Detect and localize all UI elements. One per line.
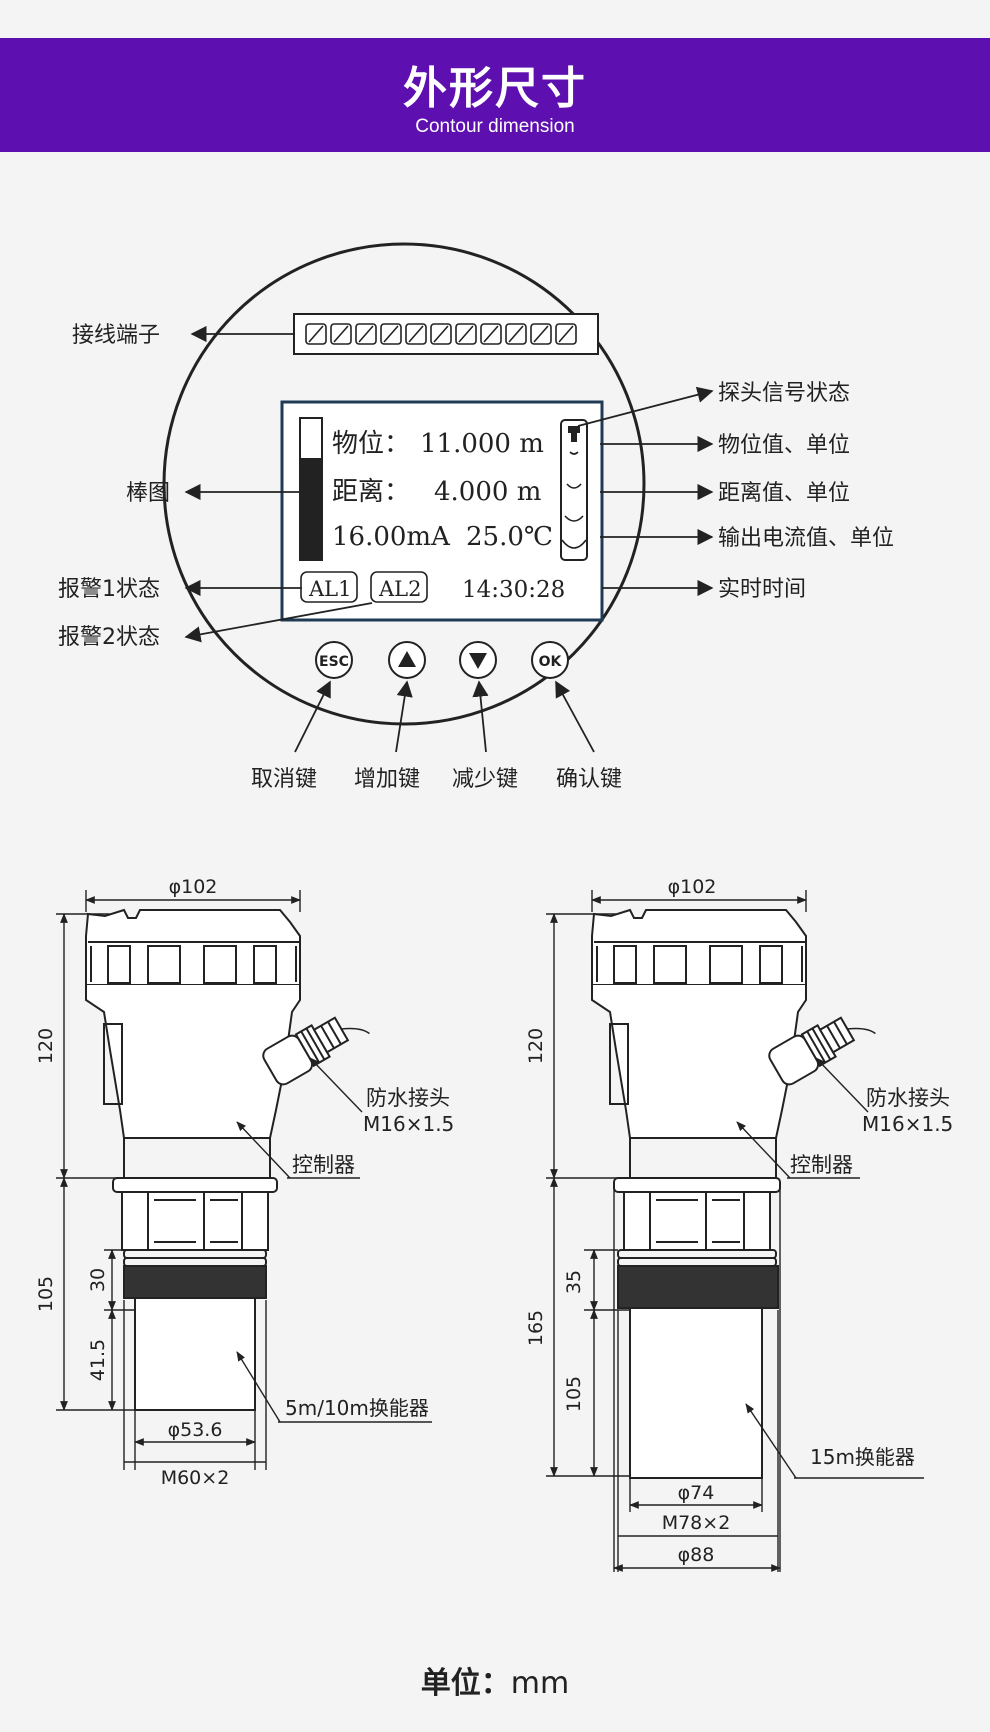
left-controller-label: 控制器: [292, 1153, 355, 1177]
left-transducer-label: 5m/10m换能器: [285, 1396, 429, 1420]
right-controller-label: 控制器: [790, 1153, 853, 1177]
left-thread: M60×2: [161, 1467, 230, 1489]
realtime-label: 实时时间: [718, 577, 806, 602]
probe-signal-label: 探头信号状态: [718, 381, 850, 406]
left-dimension-lines: [56, 890, 432, 1470]
esc-button-label: ESC: [319, 654, 349, 670]
ok-button-label: OK: [539, 654, 563, 670]
unit-label: 单位：: [420, 1666, 511, 1701]
left-probe-diameter: φ53.6: [168, 1419, 223, 1441]
al2-box: [370, 571, 428, 603]
header-banner: 外形尺寸 Contour dimension: [0, 38, 990, 152]
panel-circle: [162, 242, 646, 726]
current-value-label: 输出电流值、单位: [718, 526, 894, 551]
lcd-distance-value: 4.000 m: [434, 477, 541, 507]
terminal-screws: [305, 323, 577, 345]
right-waterproof-label: 防水接头: [866, 1086, 950, 1110]
right-h-probe: 105: [563, 1376, 585, 1412]
right-h-controller: 120: [525, 1028, 547, 1064]
right-thread: M78×2: [662, 1512, 731, 1534]
up-desc: 增加键: [354, 767, 420, 792]
signal-gauge: [560, 419, 588, 561]
left-h-controller: 120: [35, 1028, 57, 1064]
esc-desc: 取消键: [251, 767, 317, 792]
right-waterproof-thread: M16×1.5: [862, 1112, 953, 1136]
bar-graph-fill: [301, 458, 321, 559]
left-waterproof-thread: M16×1.5: [363, 1112, 454, 1136]
left-h-lower: 105: [35, 1276, 57, 1312]
lcd-temperature: 25.0℃: [466, 522, 553, 552]
unit-value: mm: [510, 1666, 570, 1701]
ok-button[interactable]: [531, 641, 569, 679]
right-sensor: [591, 908, 876, 1479]
panel-callout-lines: [184, 325, 714, 753]
down-desc: 减少键: [452, 767, 518, 792]
left-h-probe: 41.5: [87, 1339, 109, 1381]
lcd-al2: AL2: [378, 577, 421, 601]
lcd-current: 16.00mA: [332, 522, 451, 552]
bar-label: 棒图: [126, 481, 170, 506]
left-waterproof-label: 防水接头: [366, 1086, 450, 1110]
up-arrow-icon: [398, 651, 416, 667]
page-subtitle: Contour dimension: [415, 116, 575, 137]
left-h-thread: 30: [87, 1268, 109, 1292]
panel-diagram: [162, 242, 646, 726]
terminal-label: 接线端子: [72, 323, 160, 348]
right-transducer-label: 15m换能器: [810, 1445, 915, 1469]
right-flange-diameter: φ88: [678, 1544, 715, 1566]
right-dimension-lines: [546, 890, 924, 1572]
right-probe-diameter: φ74: [678, 1482, 715, 1504]
lcd-distance-name: 距离：: [332, 477, 410, 507]
right-top-diameter: φ102: [668, 876, 717, 898]
right-h-thread: 35: [563, 1270, 585, 1294]
down-arrow-icon: [469, 653, 487, 669]
right-h-lower: 165: [525, 1310, 547, 1346]
lcd-al1: AL1: [308, 577, 351, 601]
page-title: 外形尺寸: [403, 63, 587, 114]
lcd-level-value: 11.000 m: [420, 429, 544, 459]
left-top-diameter: φ102: [169, 876, 218, 898]
lcd-time: 14:30:28: [462, 577, 565, 603]
ok-desc: 确认键: [556, 767, 622, 792]
alarm2-label: 报警2状态: [58, 625, 160, 650]
left-sensor: [85, 908, 370, 1411]
al1-box: [300, 571, 358, 603]
unit-note: 单位：mm: [0, 1658, 990, 1702]
distance-value-label: 距离值、单位: [718, 481, 850, 506]
lcd-level-name: 物位：: [332, 429, 410, 459]
level-value-label: 物位值、单位: [718, 433, 850, 458]
alarm1-label: 报警1状态: [58, 577, 160, 602]
esc-button[interactable]: [315, 641, 353, 679]
